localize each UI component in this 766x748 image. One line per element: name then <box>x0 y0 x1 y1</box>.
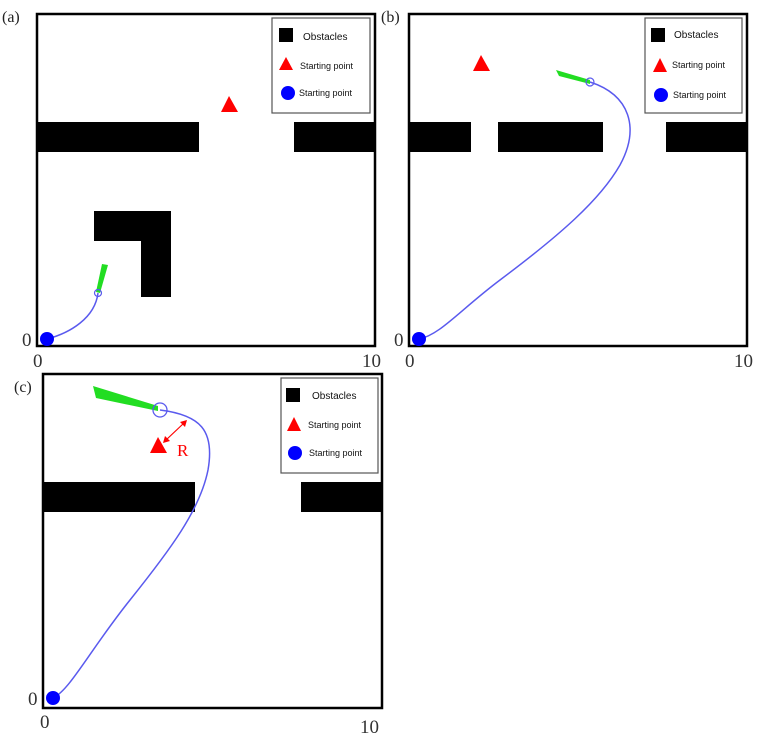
obstacle-l-vertical <box>141 211 171 297</box>
robot-circle-icon <box>93 288 103 298</box>
triangle-icon <box>279 57 293 70</box>
trajectory-path <box>52 409 211 699</box>
robot-circle-icon <box>152 402 168 418</box>
legend-obstacles: Obstacles <box>674 30 718 41</box>
y-min-label: 0 <box>28 689 38 710</box>
arrow-head-icon <box>180 420 187 427</box>
robot-circle-icon <box>585 77 595 87</box>
heading-indicator <box>93 386 158 411</box>
panel-a-label: (a) <box>2 9 20 26</box>
triangle-icon <box>287 417 301 431</box>
legend-obstacles: Obstacles <box>303 32 347 43</box>
start-circle-icon <box>46 691 60 705</box>
radius-arrow <box>165 422 185 441</box>
radius-label: R <box>177 441 189 460</box>
x-min-label: 0 <box>405 351 415 372</box>
y-min-label: 0 <box>22 330 32 351</box>
trajectory-path <box>418 81 631 340</box>
goal-triangle-icon <box>473 55 490 71</box>
obstacle-wall-left <box>37 122 199 152</box>
obstacle-wall-middle <box>498 122 603 152</box>
obstacle-square-icon <box>279 28 293 42</box>
legend: Obstacles Starting point Starting point <box>280 377 379 474</box>
start-circle-icon <box>40 332 54 346</box>
circle-icon <box>288 446 302 460</box>
obstacle-wall-right <box>301 482 382 512</box>
goal-triangle-icon <box>221 96 238 112</box>
obstacle-wall-left <box>43 482 195 512</box>
obstacle-square-icon <box>286 388 300 402</box>
triangle-icon <box>653 58 667 72</box>
x-max-label: 10 <box>362 351 381 372</box>
panel-b: (b) 0 0 10 Obstacles Starting point Star… <box>381 9 753 372</box>
arrow-tail-icon <box>163 436 170 443</box>
legend: Obstacles Starting point Starting point <box>271 17 371 114</box>
panel-c: (c) R 0 0 10 Obstacles Starting point St… <box>14 372 384 738</box>
legend-starting-point-triangle: Starting point <box>300 61 354 71</box>
y-min-label: 0 <box>394 330 404 351</box>
obstacle-wall-right <box>666 122 747 152</box>
circle-icon <box>281 86 295 100</box>
heading-indicator <box>96 264 108 293</box>
legend: Obstacles Starting point Starting point <box>644 17 743 114</box>
legend-starting-point-circle: Starting point <box>673 90 727 100</box>
obstacle-wall-left <box>409 122 471 152</box>
goal-triangle-icon <box>150 437 167 453</box>
panel-a: (a) 0 0 10 Obstacles Starting point Star… <box>2 9 381 372</box>
obstacle-wall-right <box>294 122 375 152</box>
legend-starting-point-circle: Starting point <box>299 88 353 98</box>
legend-starting-point-triangle: Starting point <box>308 420 362 430</box>
panel-b-label: (b) <box>381 9 400 26</box>
x-min-label: 0 <box>40 712 50 733</box>
panel-c-label: (c) <box>14 379 32 396</box>
legend-starting-point-triangle: Starting point <box>672 60 726 70</box>
heading-indicator <box>556 70 590 84</box>
start-circle-icon <box>412 332 426 346</box>
x-max-label: 10 <box>734 351 753 372</box>
obstacle-square-icon <box>651 28 665 42</box>
legend-obstacles: Obstacles <box>312 391 356 402</box>
x-min-label: 0 <box>33 351 43 372</box>
circle-icon <box>654 88 668 102</box>
legend-starting-point-circle: Starting point <box>309 448 363 458</box>
x-max-label: 10 <box>360 717 379 738</box>
